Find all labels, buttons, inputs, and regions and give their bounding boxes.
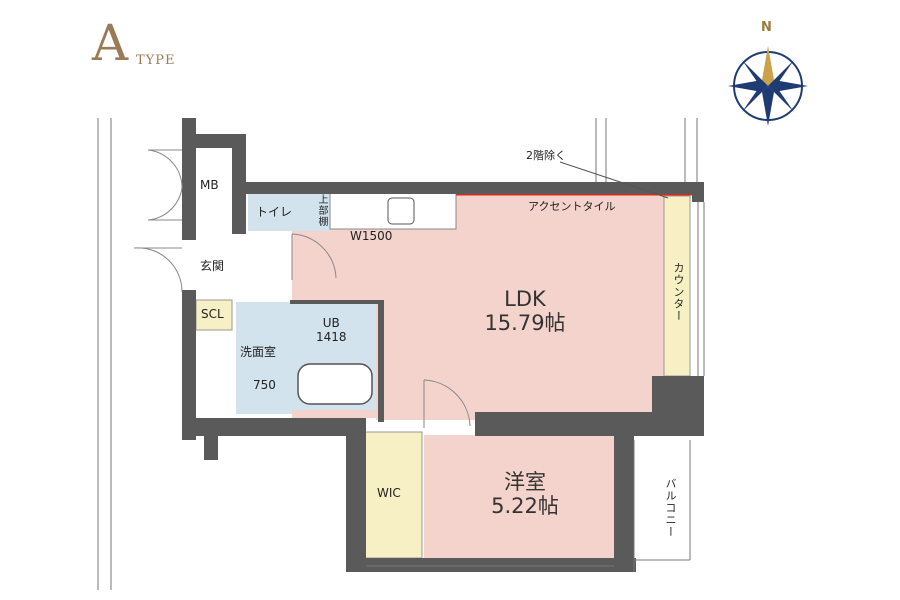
wic-floor [364, 431, 423, 559]
western-room-area: 5.22帖 [491, 494, 559, 518]
doors [133, 149, 471, 428]
western-room-name: 洋室 [504, 470, 546, 494]
walls [182, 118, 704, 572]
counter-surface [663, 195, 691, 377]
mb-label: MB [200, 178, 219, 192]
washroom-floor [236, 302, 292, 414]
type-word: TYPE [136, 53, 176, 68]
wic-label: WIC [377, 486, 401, 500]
note-leader-line [559, 161, 669, 199]
compass-rose [728, 46, 808, 126]
kitchen-sink [387, 197, 415, 225]
toilet-floor [248, 191, 330, 231]
outer-lines [97, 118, 705, 590]
scl-label: SCL [201, 307, 224, 321]
ldk-label: LDK 15.79帖 [470, 287, 580, 335]
entrance-label: 玄関 [200, 259, 225, 273]
compass-north-label: N [761, 20, 772, 35]
wash-width-label: 750 [253, 378, 276, 392]
accent-tile-label: アクセントタイル [528, 200, 616, 213]
upper-shelf-label: 上部棚 [316, 194, 327, 227]
ldk-floor-lower [376, 300, 656, 420]
bathtub [297, 363, 373, 405]
washroom-label: 洗面室 [240, 345, 277, 359]
ldk-name: LDK [504, 287, 546, 311]
scl-floor [195, 299, 233, 331]
bath-label: UB 1418 [316, 316, 347, 344]
type-letter: A [92, 14, 129, 72]
kitchen-width-label: W1500 [350, 229, 393, 243]
toilet-label: トイレ [256, 205, 293, 219]
upper-floor-note: 2階除く [526, 149, 566, 162]
ldk-area: 15.79帖 [484, 311, 566, 335]
bath-size: 1418 [316, 330, 347, 344]
bath-name: UB [322, 316, 340, 330]
western-room-label: 洋室 5.22帖 [470, 470, 580, 518]
balcony-label: バルコニー [664, 478, 677, 538]
counter-label: カウンター [672, 262, 685, 322]
western-room-floor [424, 435, 620, 560]
